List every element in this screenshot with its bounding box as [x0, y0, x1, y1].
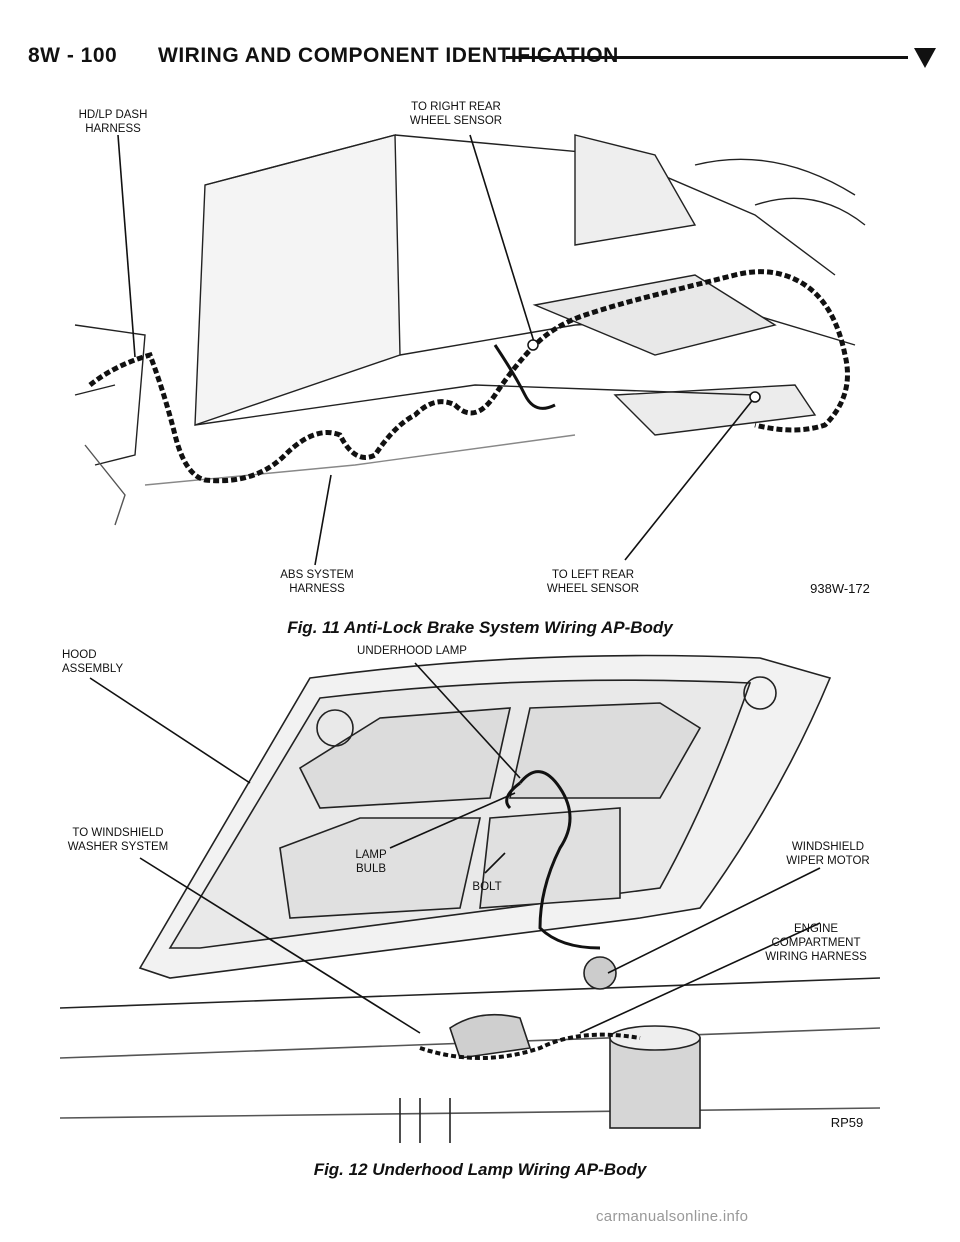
- figure-code-938w-172: 938W-172: [810, 581, 870, 596]
- page-header: 8W - 100 WIRING AND COMPONENT IDENTIFICA…: [28, 42, 938, 76]
- label-hd-lp-dash-harness: HD/LP DASH HARNESS: [78, 109, 148, 135]
- abs-wiring-illustration: [74, 134, 866, 566]
- section-title: WIRING AND COMPONENT IDENTIFICATION: [158, 44, 619, 67]
- watermark[interactable]: carmanualsonline.info: [596, 1208, 749, 1225]
- figure-underhood-lamp: [60, 648, 880, 1148]
- label-bolt: BOLT: [472, 881, 502, 893]
- label-hood-assembly: HOOD ASSEMBLY: [62, 649, 124, 675]
- caption-fig-11: Fig. 11 Anti-Lock Brake System Wiring AP…: [287, 618, 673, 637]
- label-engine-compartment-wiring-harness: ENGINE COMPARTMENT WIRING HARNESS: [765, 923, 867, 963]
- label-right-rear-wheel-sensor: TO RIGHT REAR WHEEL SENSOR: [409, 101, 503, 127]
- section-number: 8W - 100: [28, 44, 118, 67]
- label-windshield-washer-system: TO WINDSHIELD WASHER SYSTEM: [67, 827, 169, 853]
- label-left-rear-wheel-sensor: TO LEFT REAR WHEEL SENSOR: [546, 569, 640, 595]
- underhood-lamp-illustration: [60, 654, 880, 1143]
- label-underhood-lamp: UNDERHOOD LAMP: [357, 645, 467, 657]
- label-lamp-bulb: LAMP BULB: [355, 849, 387, 875]
- figure-abs-wiring: [55, 95, 885, 615]
- header-rule: [506, 56, 908, 59]
- down-triangle-icon: [914, 48, 936, 68]
- figure-code-rp59: RP59: [830, 1115, 864, 1130]
- label-abs-system-harness: ABS SYSTEM HARNESS: [280, 569, 354, 595]
- label-windshield-wiper-motor: WINDSHIELD WIPER MOTOR: [786, 841, 870, 867]
- caption-fig-12: Fig. 12 Underhood Lamp Wiring AP-Body: [313, 1160, 647, 1179]
